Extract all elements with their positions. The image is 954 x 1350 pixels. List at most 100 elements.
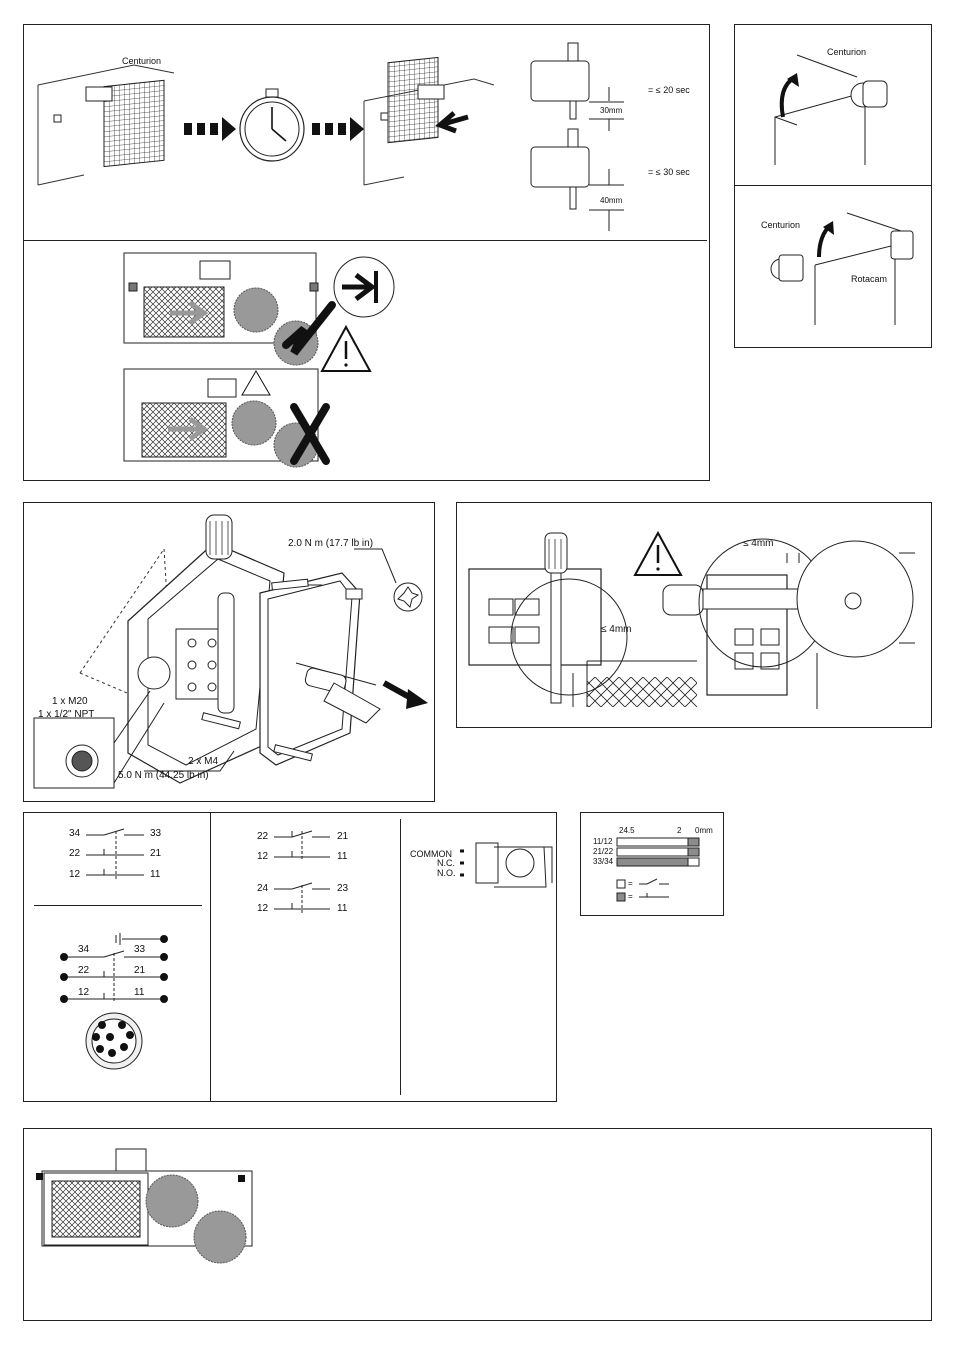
- end-stop-icon: [333, 256, 395, 318]
- timing-bar-closed-1: [687, 837, 700, 847]
- legend-closed-symbol: [616, 892, 669, 902]
- set3-row1-left: 24: [257, 883, 269, 894]
- connector-row2-left: 22: [78, 965, 90, 976]
- warning-triangle-icon: [320, 324, 372, 372]
- vertical-switch-drawing: [468, 532, 697, 707]
- dim-short-label: 30mm: [600, 106, 623, 115]
- timing-row-label-2: 21/22: [593, 847, 614, 856]
- cable-entry-inset: [33, 690, 165, 789]
- connector-row2-right: 21: [134, 965, 146, 976]
- guard-opening-drawing: [363, 56, 495, 186]
- panel-e-divider-2: [400, 819, 401, 1095]
- entry-m20-label: 1 x M20: [52, 696, 88, 707]
- panel-b-divider: [735, 185, 931, 186]
- panel-e-divider-1: [210, 813, 211, 1101]
- sequence-arrow-2: [312, 117, 364, 141]
- set1-row3-right: 11: [150, 869, 161, 880]
- screws-torque-label: 5.0 N m (44.25 lb in): [118, 770, 209, 781]
- screws-label: 2 x M4: [188, 756, 219, 767]
- delay-short-label: = ≤ 20 sec: [648, 85, 690, 95]
- entry-npt-label: 1 x 1/2" NPT: [38, 709, 95, 720]
- set1-row1-right: 33: [150, 828, 162, 839]
- sequence-arrow-1: [184, 117, 236, 141]
- timing-bar-open-2: [616, 847, 689, 857]
- correct-mounting-drawing: [123, 252, 336, 366]
- guard-overview-drawing: [36, 1148, 253, 1264]
- panel-contact-timing: 24.5 2 0mm 11/12 21/22 33/34 = =: [580, 812, 724, 916]
- timing-chart: [616, 837, 700, 902]
- set1-row3-left: 12: [69, 869, 81, 880]
- set2-row2-left: 12: [257, 851, 269, 862]
- hinge-bottom-drawing: [770, 212, 914, 325]
- panel-c-illustration: [33, 514, 428, 789]
- timing-bar-open-1: [616, 837, 689, 847]
- timing-bar-closed-2: [687, 847, 700, 857]
- legend-open-symbol: [616, 878, 669, 889]
- panel-e-illustration: [60, 828, 553, 1070]
- centurion-label-b-top: Centurion: [827, 47, 867, 57]
- panel-clearances: ≤ 4mm ≤ 4mm: [456, 502, 932, 728]
- micro-nc-label: N.C.: [437, 858, 455, 868]
- legend-closed-eq: =: [628, 892, 633, 901]
- panel-exploded-assembly: 2.0 N m (17.7 lb in) 1 x M20 1 x 1/2" NP…: [23, 502, 435, 802]
- torque-leader-line: [144, 750, 235, 772]
- panel-a-illustration: [37, 42, 624, 468]
- connector-row1-left: 34: [78, 944, 90, 955]
- panel-contact-configurations: 34 33 22 21 12 11 34 33 22 21 12 11 22 2…: [23, 812, 557, 1102]
- panel-e-divider-3: [34, 905, 202, 906]
- micro-no-label: N.O.: [437, 868, 456, 878]
- hinge-top-drawing: [774, 54, 888, 165]
- set2-row1-right: 21: [337, 831, 349, 842]
- timing-row-label-1: 11/12: [593, 837, 613, 846]
- stopwatch-icon: [239, 88, 305, 162]
- vertical-warning-triangle-icon: [633, 530, 683, 576]
- set1-row1-left: 34: [69, 828, 81, 839]
- legend-open-eq: =: [628, 879, 633, 888]
- scale-right-label: 0mm: [695, 826, 713, 835]
- set2-row2-right: 11: [337, 851, 348, 862]
- incorrect-mounting-drawing: [123, 368, 330, 468]
- contact-set-1-symbol: [86, 828, 144, 879]
- gap-side-label: ≤ 4mm: [743, 538, 774, 549]
- micro-common-label: COMMON: [410, 849, 452, 859]
- switch-body-exploded: [79, 514, 285, 784]
- panel-a-divider: [24, 240, 707, 241]
- cover-exploded: [259, 572, 428, 766]
- contact-set-3-symbol: [274, 882, 330, 913]
- centurion-label-a: Centurion: [122, 56, 162, 66]
- dim-long-label: 40mm: [600, 196, 623, 205]
- panel-installation-sequence: Centurion = ≤ 20 sec = ≤ 30 sec 30mm 40m…: [23, 24, 710, 481]
- switch-short-stroke-drawing: [530, 42, 624, 131]
- panel-mounting-orientations: Centurion Centurion Rotacam: [734, 24, 932, 348]
- centurion-label-b-bottom: Centurion: [761, 220, 801, 230]
- panel-d-illustration: [468, 530, 915, 709]
- set3-row2-right: 11: [337, 903, 348, 914]
- rotacam-label: Rotacam: [851, 274, 888, 284]
- set2-row1-left: 22: [257, 831, 269, 842]
- delay-long-label: = ≤ 30 sec: [648, 167, 690, 177]
- connector-row3-right: 11: [134, 987, 145, 998]
- set3-row2-left: 12: [257, 903, 269, 914]
- cover-torque-leader-line: [354, 548, 397, 584]
- torx-bit-icon: [393, 582, 423, 612]
- guard-closed-drawing: [37, 64, 175, 186]
- m12-connector-face-icon: [85, 1012, 143, 1070]
- cover-torque-label: 2.0 N m (17.7 lb in): [288, 538, 374, 549]
- panel-g-illustration: [36, 1148, 253, 1264]
- connector-row3-left: 12: [78, 987, 90, 998]
- set1-row2-right: 21: [150, 848, 162, 859]
- panel-guard-overview: [23, 1128, 932, 1321]
- timing-bar-open-3: [687, 857, 700, 867]
- contact-connector-symbol: [66, 933, 164, 1003]
- set1-row2-left: 22: [69, 848, 81, 859]
- gap-top-label: ≤ 4mm: [601, 624, 632, 635]
- connector-pins: [60, 935, 168, 1003]
- scale-left-label: 24.5: [619, 826, 635, 835]
- set3-row1-right: 23: [337, 883, 349, 894]
- timing-bar-closed-3: [616, 857, 689, 867]
- switch-long-stroke-drawing: [530, 128, 624, 231]
- micro-switch-drawing: [460, 842, 553, 888]
- horizontal-switch-drawing: [662, 538, 915, 709]
- timing-row-label-3: 33/34: [593, 857, 614, 866]
- connector-row1-right: 33: [134, 944, 146, 955]
